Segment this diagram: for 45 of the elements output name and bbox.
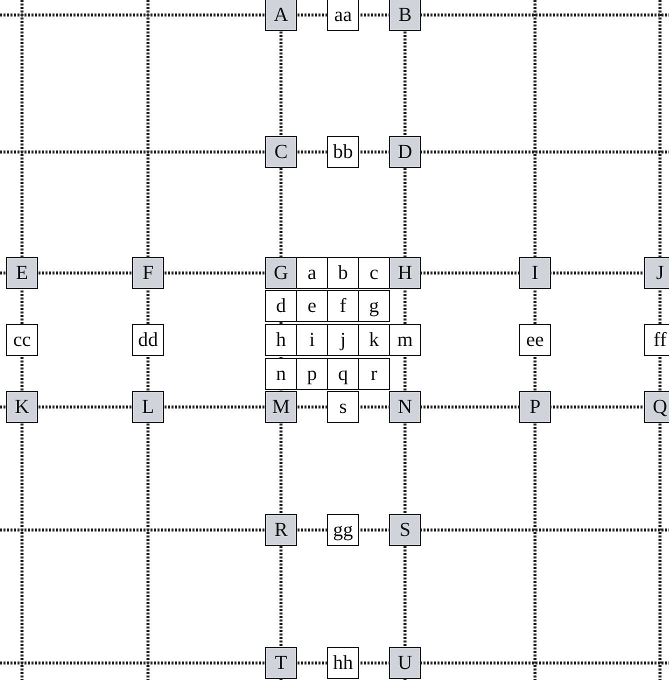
shaded-label-box: P <box>519 391 551 423</box>
label-box: f <box>327 290 359 322</box>
label-box: g <box>358 290 390 322</box>
label-box: cc <box>6 324 38 356</box>
label-box: gg <box>327 514 359 546</box>
label-box: ff <box>644 324 669 356</box>
label-box: e <box>296 290 328 322</box>
label-box: a <box>296 257 328 289</box>
label-box: c <box>358 257 390 289</box>
label-box: j <box>327 324 359 356</box>
label-box: hh <box>327 647 359 679</box>
shaded-label-box: G <box>265 257 297 289</box>
label-box: h <box>265 324 297 356</box>
label-box: r <box>358 358 390 390</box>
label-box: p <box>296 358 328 390</box>
label-box: m <box>389 324 421 356</box>
shaded-label-box: K <box>6 391 38 423</box>
label-box: i <box>296 324 328 356</box>
label-box: ee <box>519 324 551 356</box>
shaded-label-box: J <box>644 257 669 289</box>
label-box: s <box>327 391 359 423</box>
label-box: aa <box>327 0 359 31</box>
shaded-label-box: F <box>132 257 164 289</box>
shaded-label-box: C <box>265 136 297 168</box>
shaded-label-box: L <box>132 391 164 423</box>
label-box: k <box>358 324 390 356</box>
label-box: q <box>327 358 359 390</box>
label-box: b <box>327 257 359 289</box>
shaded-label-box: S <box>389 514 421 546</box>
shaded-label-box: R <box>265 514 297 546</box>
shaded-label-box: T <box>265 647 297 679</box>
shaded-label-box: E <box>6 257 38 289</box>
shaded-label-box: I <box>519 257 551 289</box>
shaded-label-box: H <box>389 257 421 289</box>
label-box: dd <box>132 324 164 356</box>
label-box: bb <box>327 136 359 168</box>
label-box: d <box>265 290 297 322</box>
shaded-label-box: A <box>265 0 297 31</box>
label-box: n <box>265 358 297 390</box>
shaded-label-box: B <box>389 0 421 31</box>
shaded-label-box: U <box>389 647 421 679</box>
shaded-label-box: D <box>389 136 421 168</box>
shaded-label-box: Q <box>644 391 669 423</box>
shaded-label-box: N <box>389 391 421 423</box>
shaded-label-box: M <box>265 391 297 423</box>
